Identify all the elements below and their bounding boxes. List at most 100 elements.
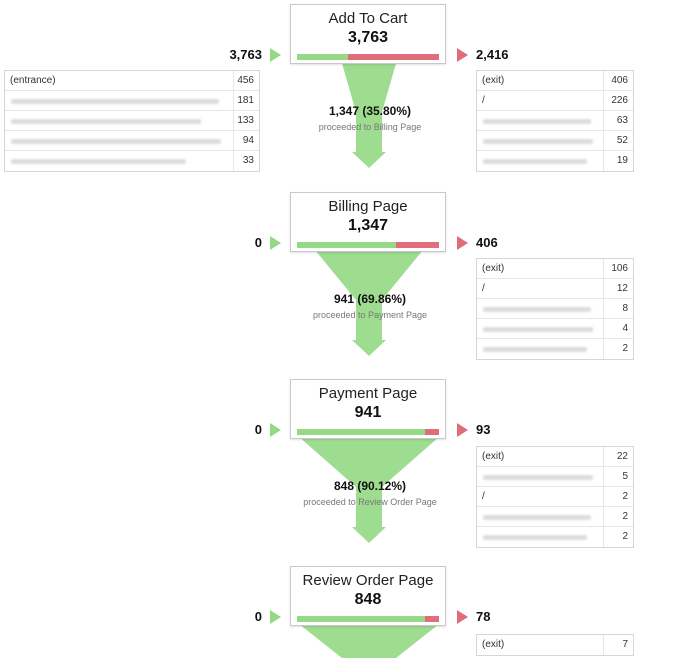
step-name: Payment Page xyxy=(318,385,418,402)
step-count: 941 xyxy=(354,404,382,421)
funnel-step-payment-page[interactable]: Payment Page 941 xyxy=(290,379,446,439)
table-row[interactable]: (exit) 7 xyxy=(477,635,633,655)
conversion-caption: proceeded to Billing Page xyxy=(318,122,422,132)
step-progress-fill xyxy=(297,242,397,248)
exit-pages-table: (exit)406 /226 63 52 19 xyxy=(476,70,634,172)
exit-pages-table: (exit) 106 / 12 8 4 2 xyxy=(476,258,634,360)
table-row[interactable]: 19 xyxy=(477,151,633,171)
exit-arrow-icon xyxy=(457,423,468,437)
exits-count: 93 xyxy=(476,422,491,437)
row-value: 8 xyxy=(622,303,628,314)
row-value: 22 xyxy=(616,451,628,462)
exit-arrow-icon xyxy=(457,48,468,62)
row-value: 33 xyxy=(242,155,254,166)
row-value: 5 xyxy=(622,471,628,482)
table-row[interactable]: /2 xyxy=(477,487,633,507)
row-value: 19 xyxy=(616,155,628,166)
step-name: Add To Cart xyxy=(328,10,408,27)
row-value: 2 xyxy=(622,343,628,354)
row-label: (exit) xyxy=(482,451,505,462)
row-label: / xyxy=(482,491,485,502)
table-row[interactable]: 52 xyxy=(477,131,633,151)
row-label: (entrance) xyxy=(10,75,56,86)
row-label: (exit) xyxy=(482,639,505,650)
redacted-label xyxy=(11,99,219,104)
entrance-sources-table: (entrance) 456 181 133 94 33 xyxy=(4,70,260,172)
step-progress-fill xyxy=(297,616,425,622)
table-row[interactable]: (exit)406 xyxy=(477,71,633,91)
step-progress-fill xyxy=(297,429,425,435)
redacted-label xyxy=(11,139,221,144)
entrances-count: 0 xyxy=(254,422,262,437)
row-value: 4 xyxy=(622,323,628,334)
row-value: 133 xyxy=(237,115,254,126)
exit-pages-table: (exit) 7 xyxy=(476,634,634,656)
redacted-label xyxy=(483,119,591,124)
table-row[interactable]: 5 xyxy=(477,467,633,487)
redacted-label xyxy=(483,475,593,480)
exits-count: 78 xyxy=(476,609,491,624)
exits-count: 2,416 xyxy=(476,47,509,62)
redacted-label xyxy=(483,139,593,144)
step-progress-bar xyxy=(297,242,439,248)
entrance-arrow-icon xyxy=(270,423,281,437)
table-row[interactable]: (exit) 106 xyxy=(477,259,633,279)
exit-pages-table: (exit) 22 5 /2 2 2 xyxy=(476,446,634,548)
table-row[interactable]: / 12 xyxy=(477,279,633,299)
funnel-connector xyxy=(301,439,437,543)
funnel-step-billing-page[interactable]: Billing Page 1,347 xyxy=(290,192,446,252)
row-value: 7 xyxy=(622,639,628,650)
redacted-label xyxy=(11,159,186,164)
entrance-arrow-icon xyxy=(270,48,281,62)
funnel-step-add-to-cart[interactable]: Add To Cart 3,763 xyxy=(290,4,446,64)
table-row[interactable]: 2 xyxy=(477,507,633,527)
row-value: 226 xyxy=(611,95,628,106)
table-row[interactable]: 33 xyxy=(5,151,259,171)
row-value: 63 xyxy=(616,115,628,126)
step-name: Review Order Page xyxy=(302,572,434,589)
conversion-value: 848 (90.12%) xyxy=(333,479,407,493)
step-progress-bar xyxy=(297,54,439,60)
row-value: 52 xyxy=(616,135,628,146)
redacted-label xyxy=(483,515,591,520)
table-row[interactable]: 133 xyxy=(5,111,259,131)
table-row[interactable]: 94 xyxy=(5,131,259,151)
funnel-connector xyxy=(316,252,422,356)
row-value: 406 xyxy=(611,75,628,86)
row-value: 2 xyxy=(622,531,628,542)
entrance-arrow-icon xyxy=(270,610,281,624)
entrances-count: 0 xyxy=(254,609,262,624)
table-row[interactable]: /226 xyxy=(477,91,633,111)
row-value: 456 xyxy=(237,75,254,86)
table-row[interactable]: (exit) 22 xyxy=(477,447,633,467)
row-value: 94 xyxy=(242,135,254,146)
table-row[interactable]: 181 xyxy=(5,91,259,111)
step-count: 848 xyxy=(354,591,382,608)
funnel-step-review-order-page[interactable]: Review Order Page 848 xyxy=(290,566,446,626)
redacted-label xyxy=(483,159,587,164)
step-progress-bar xyxy=(297,616,439,622)
redacted-label xyxy=(11,119,201,124)
table-row[interactable]: 2 xyxy=(477,527,633,547)
row-value: 106 xyxy=(611,263,628,274)
step-count: 1,347 xyxy=(347,217,389,234)
table-row[interactable]: 63 xyxy=(477,111,633,131)
conversion-caption: proceeded to Review Order Page xyxy=(303,497,437,507)
entrance-arrow-icon xyxy=(270,236,281,250)
row-value: 12 xyxy=(616,283,628,294)
row-value: 2 xyxy=(622,511,628,522)
table-row[interactable]: 8 xyxy=(477,299,633,319)
funnel-connector xyxy=(301,626,437,658)
redacted-label xyxy=(483,347,587,352)
conversion-caption: proceeded to Payment Page xyxy=(312,310,428,320)
row-label: (exit) xyxy=(482,263,505,274)
row-label: / xyxy=(482,283,485,294)
exit-arrow-icon xyxy=(457,610,468,624)
table-row[interactable]: 2 xyxy=(477,339,633,359)
table-row[interactable]: 4 xyxy=(477,319,633,339)
entrances-count: 3,763 xyxy=(229,47,262,62)
redacted-label xyxy=(483,327,593,332)
table-row[interactable]: (entrance) 456 xyxy=(5,71,259,91)
